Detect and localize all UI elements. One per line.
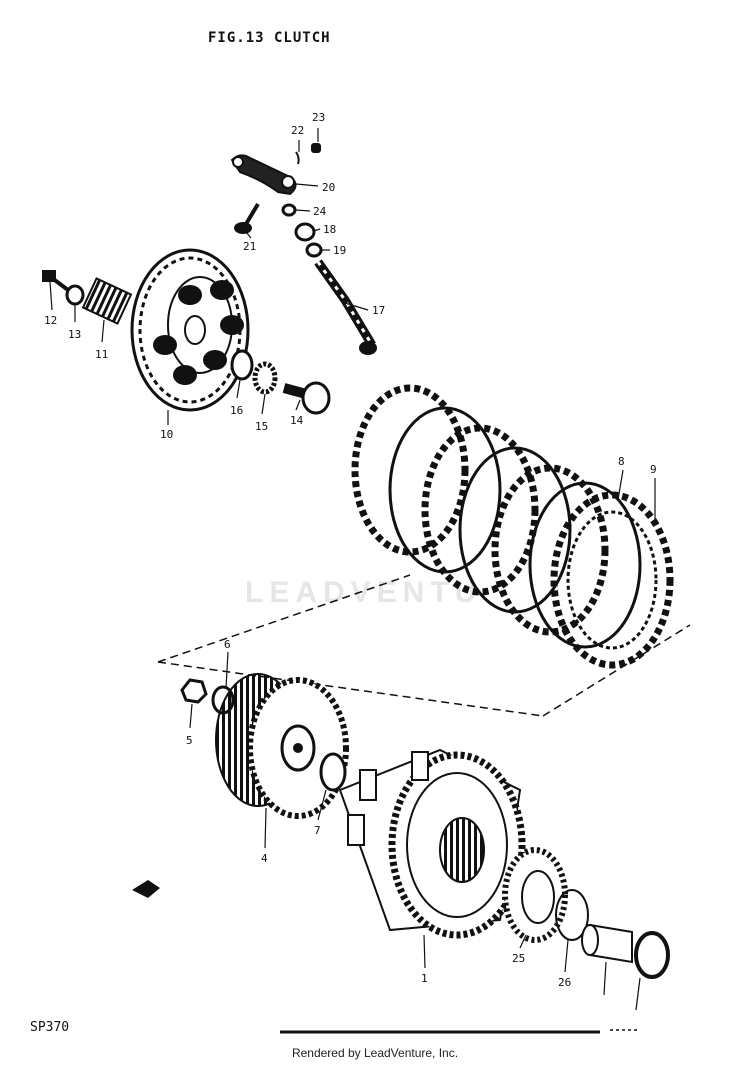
pressure-plate [130, 248, 250, 412]
pin-23 [311, 143, 321, 153]
arrow-left-icon [132, 880, 160, 898]
callout-18: 18 [323, 223, 336, 236]
clutch-hub-4 [215, 673, 349, 819]
assembly-outline [157, 574, 691, 717]
callout-7: 7 [314, 824, 321, 837]
push-piece-14 [282, 381, 331, 415]
washer-13 [65, 284, 85, 306]
callout-15: 15 [255, 420, 268, 433]
spring-11 [81, 277, 133, 325]
callout-12: 12 [44, 314, 57, 327]
callout-11: 11 [95, 348, 108, 361]
release-rod-17 [314, 259, 377, 355]
washer-16 [230, 349, 254, 381]
bottom-rule [280, 1029, 640, 1034]
release-arm [230, 154, 297, 196]
callout-21: 21 [243, 240, 256, 253]
leader-lines [49, 128, 656, 1011]
callout-13: 13 [68, 328, 81, 341]
spacer-2 [581, 923, 633, 964]
nut-5 [180, 678, 208, 704]
oil-seal-19 [305, 242, 323, 258]
bolt-12 [42, 270, 70, 292]
clutch-housing-1 [338, 748, 526, 939]
figure-title: FIG.13 CLUTCH [208, 30, 331, 46]
callout-4: 4 [261, 852, 268, 865]
diagram-code: SP370 [30, 1020, 70, 1035]
clutch-plates [351, 384, 674, 669]
callout-23: 23 [312, 111, 325, 124]
callout-16: 16 [230, 404, 243, 417]
callout-20: 20 [322, 181, 335, 194]
screw-21 [234, 202, 260, 234]
callout-14: 14 [290, 414, 304, 427]
callout-22: 22 [291, 124, 304, 137]
washer-24 [281, 203, 297, 217]
callout-1: 1 [421, 972, 428, 985]
callout-17: 17 [372, 304, 385, 317]
callout-8: 8 [618, 455, 625, 468]
washer-26 [555, 889, 589, 941]
callout-numbers: 23 22 20 24 18 19 17 21 12 13 11 10 16 1… [44, 111, 657, 989]
washer-3 [634, 931, 670, 979]
footer-credit: Rendered by LeadVenture, Inc. [291, 1046, 459, 1060]
nut-18 [294, 222, 316, 242]
callout-6: 6 [224, 638, 231, 651]
small-clip-22 [295, 151, 300, 165]
callout-26: 26 [558, 976, 571, 989]
callout-9: 9 [650, 463, 657, 476]
washer-7 [319, 752, 347, 792]
callout-5: 5 [186, 734, 193, 747]
callout-24: 24 [313, 205, 327, 218]
callout-10: 10 [160, 428, 173, 441]
callout-25: 25 [512, 952, 525, 965]
callout-19: 19 [333, 244, 346, 257]
bearing-15 [252, 361, 278, 395]
gear-25 [502, 847, 568, 943]
